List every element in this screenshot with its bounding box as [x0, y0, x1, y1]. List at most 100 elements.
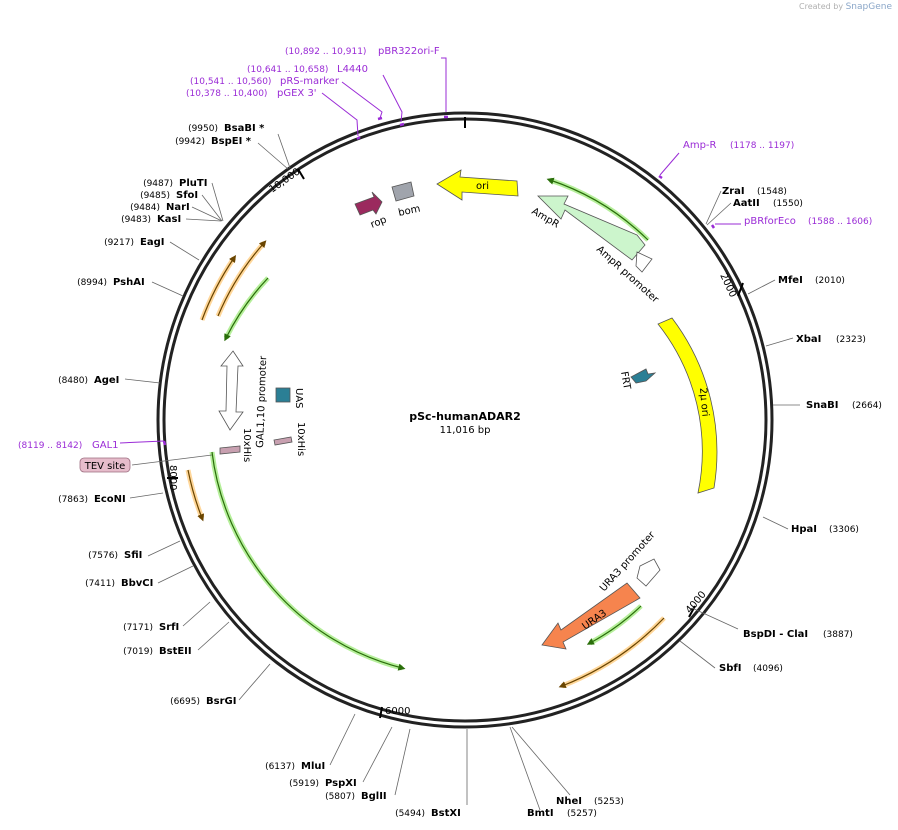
svg-text:2μ ori: 2μ ori	[697, 387, 710, 417]
svg-text:(2323): (2323)	[836, 335, 866, 345]
site-bsabi[interactable]: (9950)BsaBI *	[188, 123, 265, 134]
feature-ori[interactable]: ori	[436, 169, 519, 201]
svg-text:(7411): (7411)	[85, 579, 115, 589]
site-pshai[interactable]: (8994)PshAI	[77, 277, 145, 288]
svg-text:(8480): (8480)	[58, 376, 88, 386]
svg-text:(5919): (5919)	[289, 779, 319, 789]
svg-text:PluTI: PluTI	[179, 178, 207, 189]
primer-pbrforeco[interactable]: pBRforEco(1588 .. 1606)	[744, 216, 872, 227]
site-bsrgi[interactable]: (6695)BsrGI	[170, 696, 236, 707]
site-zrai[interactable]: ZraI (1548)	[722, 186, 787, 197]
svg-text:(5257): (5257)	[567, 809, 597, 819]
ura3-orf-arrow	[586, 605, 642, 645]
svg-text:GAL1: GAL1	[92, 440, 119, 451]
svg-text:L4440: L4440	[337, 64, 368, 75]
svg-text:(9484): (9484)	[130, 203, 160, 213]
orange-orf-upper-b	[217, 240, 267, 317]
orange-orf-upper-a	[201, 255, 237, 321]
primer-marks	[162, 115, 716, 446]
site-mlui[interactable]: (6137)MluI	[265, 761, 325, 772]
site-agei[interactable]: (8480) AgeI	[58, 375, 119, 386]
feature-10xhis-left[interactable]: 10xHis	[219, 428, 252, 462]
site-pspxi[interactable]: (5919) PspXI	[289, 778, 357, 789]
svg-text:XbaI: XbaI	[796, 334, 821, 345]
site-sbfi[interactable]: SbfI(4096)	[719, 663, 783, 674]
ampr-direction-line	[546, 177, 649, 241]
primer-prs-marker[interactable]: (10,541 .. 10,560)pRS-marker	[190, 76, 340, 87]
site-econi[interactable]: (7863) EcoNI	[58, 494, 126, 505]
svg-text:(1178 .. 1197): (1178 .. 1197)	[730, 141, 794, 151]
site-nhei[interactable]: NheI(5253)	[556, 796, 624, 807]
site-sfii[interactable]: (7576)SfiI	[88, 550, 142, 561]
site-mfei[interactable]: MfeI(2010)	[778, 275, 845, 286]
site-aatii[interactable]: AatII (1550)	[733, 198, 803, 209]
site-bspdi-clai[interactable]: BspDI - ClaI (3887)	[743, 629, 853, 640]
feature-ura3-promoter[interactable]: URA3 promoter	[598, 529, 661, 594]
feature-ampr[interactable]: AmpR	[530, 195, 646, 261]
primer-pgex-3[interactable]: (10,378 .. 10,400)pGEX 3'	[186, 88, 317, 99]
site-bspei[interactable]: (9942)BspEI *	[175, 136, 252, 147]
snapgene-credit: Created by SnapGene	[799, 2, 892, 12]
green-orf-upper	[224, 277, 269, 342]
svg-text:EagI: EagI	[140, 237, 164, 248]
svg-text:(7171): (7171)	[123, 623, 153, 633]
site-hpai[interactable]: HpaI (3306)	[791, 524, 859, 535]
svg-text:(5253): (5253)	[594, 797, 624, 807]
site-bglii[interactable]: (5807)BglII	[325, 791, 387, 802]
svg-text:(3306): (3306)	[829, 525, 859, 535]
feature-ura3[interactable]: URA3	[541, 582, 641, 650]
svg-text:(10,541 .. 10,560): (10,541 .. 10,560)	[190, 77, 271, 87]
site-eagi[interactable]: (9217)EagI	[104, 237, 164, 248]
primer-l4440[interactable]: (10,641 .. 10,658)L4440	[247, 64, 368, 75]
svg-text:(1588 .. 1606): (1588 .. 1606)	[808, 217, 872, 227]
snapgene-logo: SnapGene	[845, 2, 892, 12]
svg-text:NarI: NarI	[166, 202, 190, 213]
feature-bom[interactable]: bom	[391, 181, 421, 219]
feature-tev-site[interactable]: TEV site	[79, 454, 213, 473]
large-orf-glow	[209, 451, 403, 671]
svg-text:(3887): (3887)	[823, 630, 853, 640]
feature-10xhis-right[interactable]: 10xHis	[273, 422, 306, 456]
site-pluti[interactable]: (9487)PluTI	[143, 178, 207, 189]
feature-uas[interactable]: UAS	[275, 387, 304, 409]
orange-orf-upper-b-glow	[215, 241, 266, 317]
tick-8000: 8000	[167, 465, 178, 490]
svg-text:(1548): (1548)	[757, 187, 787, 197]
svg-text:AatII: AatII	[733, 198, 760, 209]
svg-text:ZraI: ZraI	[722, 186, 745, 197]
plasmid-backbone	[156, 111, 774, 729]
feature-2micron-ori[interactable]: 2μ ori	[657, 317, 718, 494]
site-xbai[interactable]: XbaI (2323)	[796, 334, 866, 345]
site-snabi[interactable]: SnaBI(2664)	[806, 400, 882, 411]
primer-pbr322ori-f[interactable]: (10,892 .. 10,911)pBR322ori-F	[285, 46, 440, 57]
svg-text:EcoNI: EcoNI	[94, 494, 126, 505]
svg-text:(7863): (7863)	[58, 495, 88, 505]
site-kasi[interactable]: (9483)KasI	[121, 214, 181, 225]
svg-text:(7576): (7576)	[88, 551, 118, 561]
site-sfoi[interactable]: (9485)SfoI	[140, 190, 198, 201]
feature-frt[interactable]: FRT	[618, 368, 657, 392]
site-leader-lines	[124, 133, 800, 811]
svg-text:TEV site: TEV site	[84, 461, 126, 472]
site-nari[interactable]: (9484) NarI	[130, 202, 190, 213]
svg-text:BspDI - ClaI: BspDI - ClaI	[743, 629, 808, 640]
svg-text:PspXI: PspXI	[325, 778, 357, 789]
primer-amp-r[interactable]: Amp-R(1178 .. 1197)	[683, 140, 794, 151]
svg-text:(1550): (1550)	[773, 199, 803, 209]
site-bbvci[interactable]: (7411)BbvCI	[85, 578, 153, 589]
orange-orf-left	[187, 469, 205, 522]
svg-text:AgeI: AgeI	[94, 375, 119, 386]
svg-text:FRT: FRT	[618, 371, 632, 392]
feature-gal1-10-promoter[interactable]: GAL1,10 promoter	[218, 350, 269, 448]
tick-6000: 6000	[385, 706, 410, 717]
svg-text:(6695): (6695)	[170, 697, 200, 707]
site-srfi[interactable]: (7171)SrfI	[123, 622, 179, 633]
feature-rop[interactable]: rop	[354, 191, 388, 231]
svg-text:HpaI: HpaI	[791, 524, 817, 535]
site-bsteii[interactable]: (7019)BstEII	[123, 646, 192, 657]
svg-text:GAL1,10 promoter: GAL1,10 promoter	[255, 355, 269, 448]
site-bstxi[interactable]: (5494)BstXI	[395, 808, 461, 819]
primer-gal1[interactable]: (8119 .. 8142)GAL1	[18, 440, 119, 451]
site-bmti[interactable]: BmtI(5257)	[527, 808, 597, 819]
